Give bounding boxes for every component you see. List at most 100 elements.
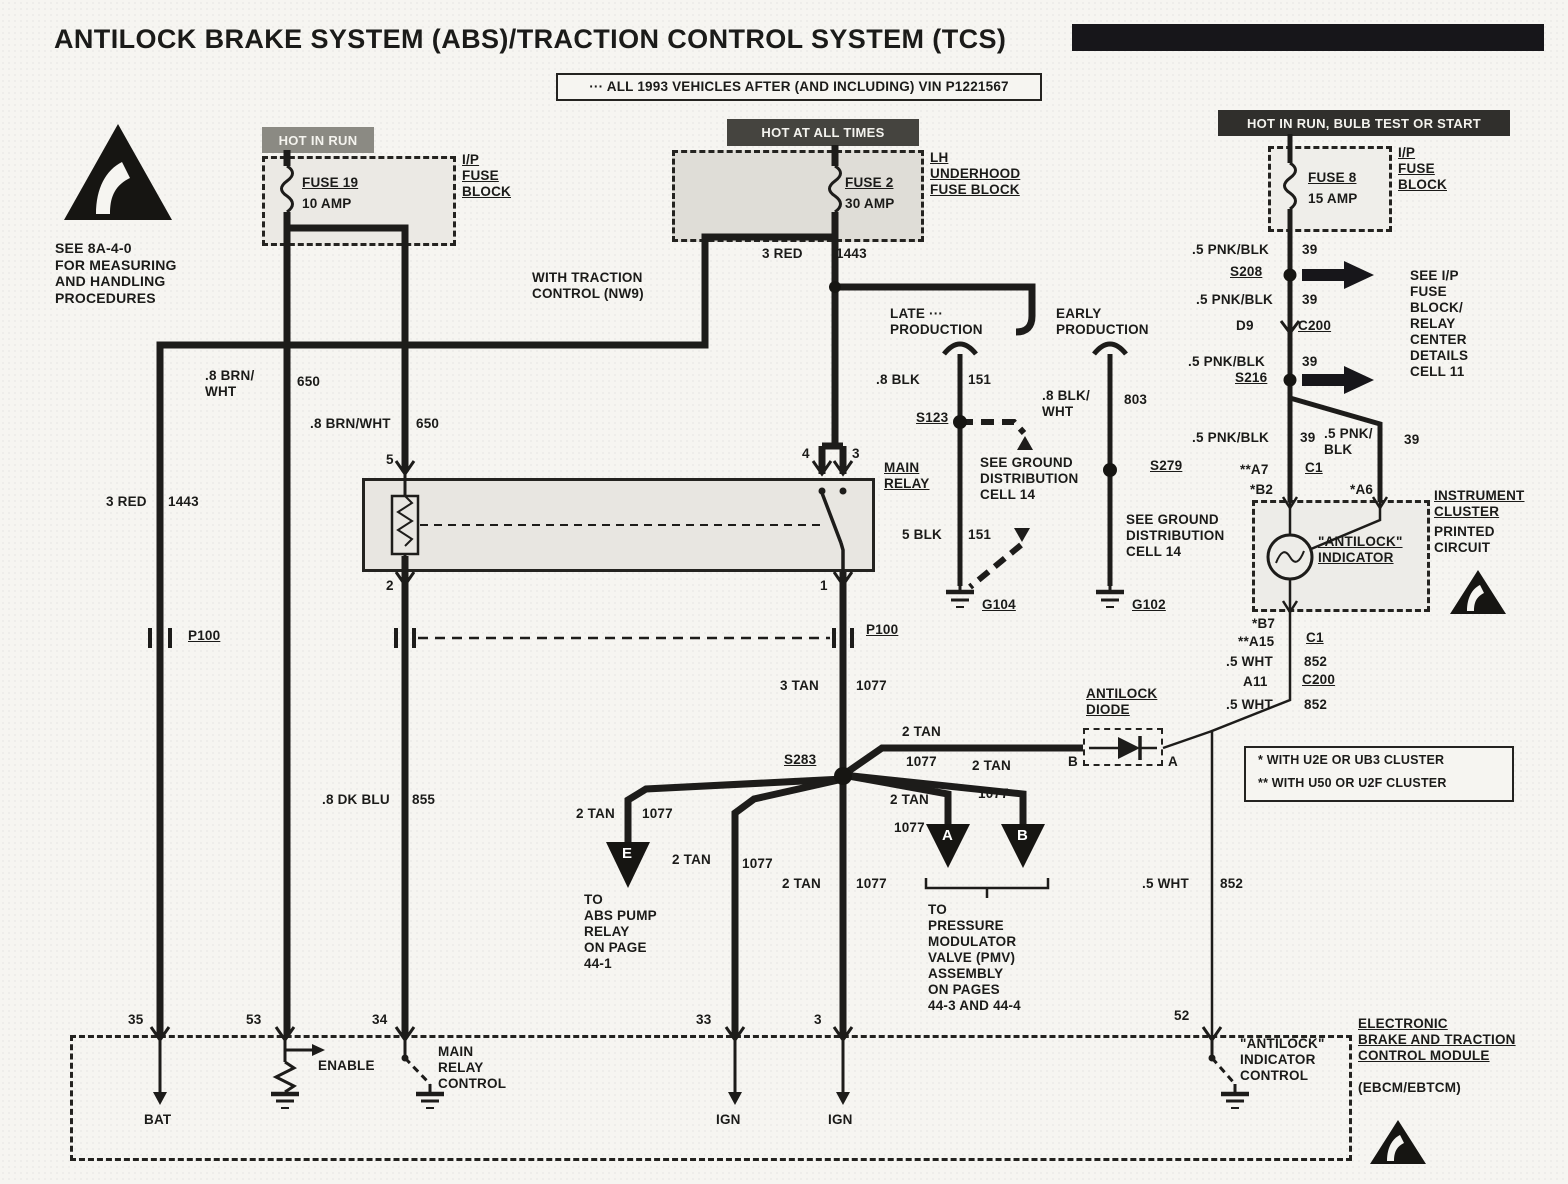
ebcm-pin-52: 52	[1174, 1008, 1190, 1023]
wire-ckt-2tan-3: 1077	[856, 876, 887, 891]
ebcm-pin-33: 33	[696, 1012, 712, 1027]
wire-label-wht2: .5 WHT	[1226, 697, 1273, 712]
connector-c1-top: C1	[1305, 460, 1323, 475]
wire-ckt-2tan-33: 1077	[742, 856, 773, 871]
note-to-abs-pump-relay: TO ABS PUMP RELAY ON PAGE 44-1	[584, 892, 657, 971]
wire-label-2tan-b: 2 TAN	[972, 758, 1012, 773]
ebcm-enable-label: ENABLE	[318, 1058, 375, 1073]
arrow-a-label: A	[942, 827, 953, 844]
fuse19-block-label: I/P FUSE BLOCK	[462, 152, 511, 199]
arrow-b-label: B	[1017, 827, 1028, 844]
wire-ckt-dkblu: 855	[412, 792, 436, 807]
relay-pin-4: 4	[802, 446, 810, 461]
wire-label-pnk3: .5 PNK/BLK	[1188, 354, 1266, 369]
instrument-cluster-label-1: INSTRUMENT CLUSTER	[1434, 488, 1525, 519]
ebcm-pin-34: 34	[372, 1012, 388, 1027]
terminal-a7: **A7	[1240, 462, 1269, 477]
wire-label-2tan-e: 2 TAN	[576, 806, 616, 821]
ebcm-pin-35: 35	[128, 1012, 144, 1027]
wire-label-2tan-33: 2 TAN	[672, 852, 712, 867]
esd-note: SEE 8A-4-0 FOR MEASURING AND HANDLING PR…	[55, 240, 177, 306]
splice-s283: S283	[784, 752, 817, 767]
note-late-production: LATE ··· PRODUCTION	[890, 306, 983, 337]
header-black-bar	[1072, 24, 1544, 51]
ebcm-pin-3: 3	[814, 1012, 822, 1027]
arrow-e-label: E	[622, 845, 633, 862]
fuse8-amp: 15 AMP	[1308, 191, 1358, 206]
note-ground-distribution-1: SEE GROUND DISTRIBUTION CELL 14	[980, 455, 1079, 502]
ground-g104: G104	[982, 597, 1016, 612]
ebcm-main-relay-control-label: MAIN RELAY CONTROL	[438, 1044, 507, 1091]
connector-c1-bottom: C1	[1306, 630, 1324, 645]
wire-ckt-pnk1: 39	[1302, 242, 1318, 257]
relay-pin-1: 1	[820, 578, 828, 593]
wire-label-wht3: .5 WHT	[1142, 876, 1189, 891]
fuse19-box	[262, 156, 456, 246]
page-title: ANTILOCK BRAKE SYSTEM (ABS)/TRACTION CON…	[54, 24, 1007, 54]
fuse8-box	[1268, 146, 1392, 232]
fuse19-amp: 10 AMP	[302, 196, 352, 211]
wire-label-brnwht-left: .8 BRN/ WHT	[205, 368, 255, 399]
ground-g102: G102	[1132, 597, 1166, 612]
terminal-a15: **A15	[1238, 634, 1275, 649]
note-see-ip-fuse-block: SEE I/P FUSE BLOCK/ RELAY CENTER DETAILS…	[1410, 268, 1469, 379]
wire-label-blkwht: .8 BLK/ WHT	[1042, 388, 1090, 419]
wire-label-2tan-diode: 2 TAN	[902, 724, 942, 739]
fuse2-block-label: LH UNDERHOOD FUSE BLOCK	[930, 150, 1021, 197]
antilock-diode-label: ANTILOCK DIODE	[1086, 686, 1158, 717]
main-relay-label: MAIN RELAY	[884, 460, 930, 491]
wire-ckt-blk5: 151	[968, 527, 992, 542]
instrument-cluster-label-2: PRINTED CIRCUIT	[1434, 524, 1495, 555]
wire-ckt-wht3: 852	[1220, 876, 1244, 891]
note-early-production: EARLY PRODUCTION	[1056, 306, 1149, 337]
terminal-d9: D9	[1236, 318, 1254, 333]
power-header-hot-in-run: HOT IN RUN	[262, 127, 374, 153]
note-to-pmv: TO PRESSURE MODULATOR VALVE (PMV) ASSEMB…	[928, 902, 1021, 1013]
wire-ckt-brnwht-right: 650	[416, 416, 440, 431]
wire-ckt-red-left: 1443	[168, 494, 199, 509]
splice-s208: S208	[1230, 264, 1263, 279]
note-ground-distribution-2: SEE GROUND DISTRIBUTION CELL 14	[1126, 512, 1225, 559]
fuse2-box	[672, 150, 924, 242]
ebcm-antilock-indicator-control-label: "ANTILOCK" INDICATOR CONTROL	[1240, 1036, 1325, 1083]
fuse19-name: FUSE 19	[302, 175, 359, 190]
wire-ckt-2tan-diode: 1077	[906, 754, 937, 769]
wire-label-red-left: 3 RED	[106, 494, 147, 509]
relay-pin-3: 3	[852, 446, 860, 461]
terminal-b2: *B2	[1250, 482, 1274, 497]
wire-label-blk5: 5 BLK	[902, 527, 943, 542]
fuse8-name: FUSE 8	[1308, 170, 1357, 185]
diode-pin-a: A	[1168, 754, 1178, 769]
wire-ckt-3tan: 1077	[856, 678, 887, 693]
ebcm-ign1-label: IGN	[716, 1112, 741, 1127]
vin-note: ··· ALL 1993 VEHICLES AFTER (AND INCLUDI…	[589, 79, 1009, 95]
terminal-b7: *B7	[1252, 616, 1276, 631]
wire-ckt-2tan-e: 1077	[642, 806, 673, 821]
wire-label-2tan-a: 2 TAN	[890, 792, 930, 807]
wire-label-dkblu: .8 DK BLU	[322, 792, 390, 807]
cluster-footnote-2: ** WITH U50 OR U2F CLUSTER	[1258, 776, 1447, 790]
wire-label-blk: .8 BLK	[876, 372, 920, 387]
wire-label-3tan: 3 TAN	[780, 678, 820, 693]
connector-p100-left: P100	[188, 628, 221, 643]
esd-warning-icon	[64, 124, 1506, 1164]
antilock-diode-box	[1083, 728, 1163, 766]
wire-ckt-2tan-b: 1077	[978, 786, 1009, 801]
wire-label-wht1: .5 WHT	[1226, 654, 1273, 669]
connector-p100-right: P100	[866, 622, 899, 637]
fuse2-amp: 30 AMP	[845, 196, 895, 211]
power-header-hot-in-run-bulb-test: HOT IN RUN, BULB TEST OR START	[1218, 110, 1510, 136]
wire-label-pnk2: .5 PNK/BLK	[1196, 292, 1274, 307]
wire-label-brnwht-right: .8 BRN/WHT	[310, 416, 391, 431]
wire-ckt-pnk3: 39	[1302, 354, 1318, 369]
wire-ckt-2tan-a: 1077	[894, 820, 925, 835]
wire-ckt-wht1: 852	[1304, 654, 1328, 669]
wire-ckt-pnk5: 39	[1404, 432, 1420, 447]
main-relay-box	[362, 478, 875, 572]
wire-ckt-blk: 151	[968, 372, 992, 387]
wire-label-red-mid: 3 RED	[762, 246, 803, 261]
ebcm-bat-label: BAT	[144, 1112, 172, 1127]
wire-ckt-pnk2: 39	[1302, 292, 1318, 307]
connector-c200-bottom: C200	[1302, 672, 1336, 687]
ground-symbols	[271, 586, 1249, 1109]
